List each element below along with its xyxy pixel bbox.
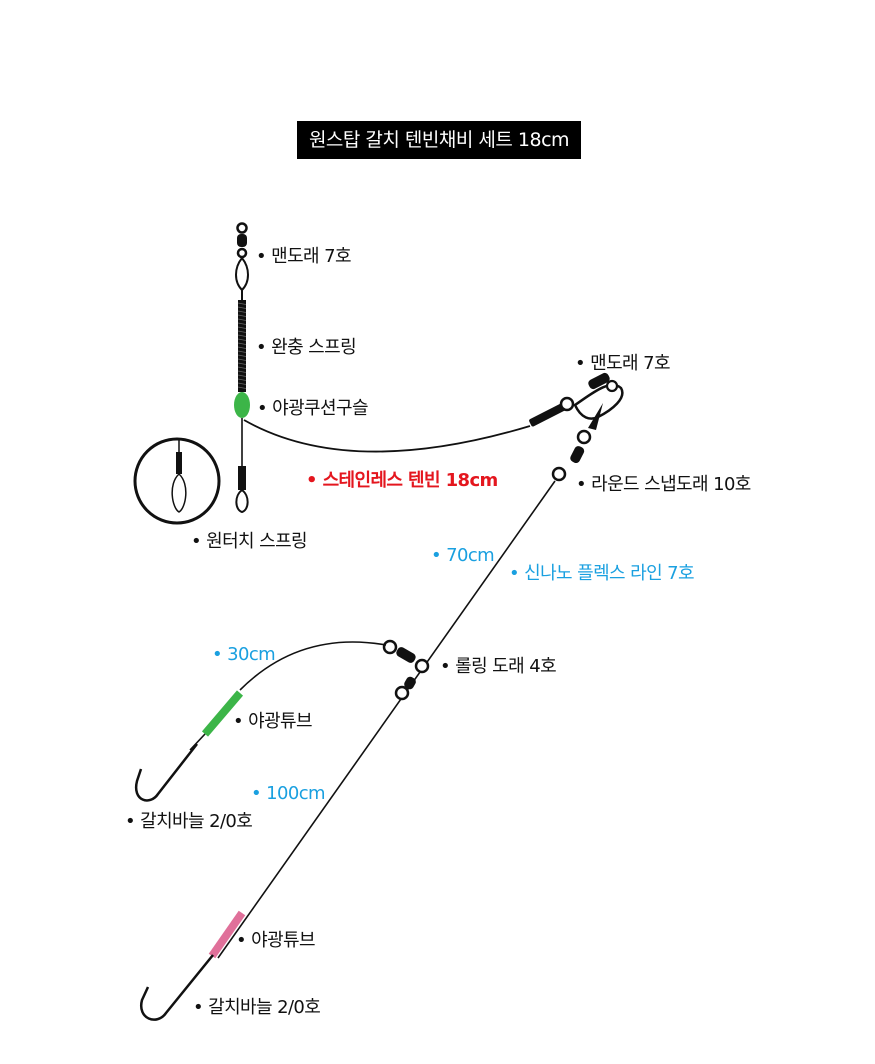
cushion-spring (238, 300, 246, 392)
rolling-ring-1 (382, 639, 398, 655)
spring-coil (237, 354, 247, 357)
spring-coil (237, 334, 247, 337)
swivel-top-left (237, 234, 247, 247)
spring-coil (237, 342, 247, 345)
left-assembly (234, 222, 250, 514)
tenbin-arm (243, 419, 531, 453)
rolling-swivel-lower (404, 676, 416, 690)
round-snap-swivel (570, 446, 585, 464)
spring-coil (237, 314, 247, 317)
label-swivel-top-left: • 맨도래 7호 (256, 246, 352, 267)
label-glow-cushion-bead: • 야광쿠션구슬 (257, 398, 369, 419)
label-length-70: • 70cm (431, 545, 495, 566)
spring-coil (237, 310, 247, 313)
spring-coil (237, 366, 247, 369)
glow-tube-upper-mark (201, 690, 244, 737)
spring-coil (237, 378, 247, 381)
swivel-ring-left (236, 247, 248, 259)
spring-coil (237, 374, 247, 377)
detail-loop (171, 472, 187, 513)
spring-coil (237, 306, 247, 309)
spring-coil (237, 350, 247, 353)
one-touch-spring (238, 466, 246, 490)
right-ring-1 (559, 396, 575, 412)
right-spring (529, 401, 569, 427)
rolling-ring-3 (394, 685, 410, 701)
detail-circle (133, 437, 221, 525)
label-round-snap-swivel: • 라운드 스냅도래 10호 (576, 474, 751, 495)
spring-coil (237, 326, 247, 329)
main-line (217, 480, 556, 959)
rolling-swivel-cluster (382, 639, 430, 701)
top-ring (236, 222, 248, 234)
hook-lower (139, 954, 214, 1021)
label-glow-tube-upper: • 야광튜브 (233, 711, 313, 732)
one-touch-detail (133, 437, 221, 525)
glow-tube-lower-mark (208, 910, 246, 959)
label-stainless-tenbin: • 스테인레스 텐빈 18cm (306, 470, 498, 491)
spring-coil (237, 302, 247, 305)
spring-coil (237, 370, 247, 373)
label-glow-tube-lower: • 야광튜브 (236, 930, 316, 951)
right-assembly (529, 372, 624, 482)
snap-loop (235, 488, 249, 514)
detail-spring (176, 452, 182, 474)
right-ring-3 (576, 429, 592, 445)
label-cushion-spring: • 완충 스프링 (256, 337, 357, 358)
label-line-spec: • 신나노 플렉스 라인 7호 (509, 563, 695, 584)
line-ring-top (551, 466, 567, 482)
spring-coil (237, 386, 247, 389)
rolling-ring-2 (414, 658, 430, 674)
label-length-30: • 30cm (212, 644, 276, 665)
page-title: 원스탑 갈치 텐빈채비 세트 18cm (297, 121, 581, 159)
spring-coil (237, 338, 247, 341)
swivel-top-right (588, 372, 610, 390)
spring-loop-top (235, 256, 249, 292)
spring-coil (237, 346, 247, 349)
hook-upper (134, 743, 198, 802)
right-snap-loop (573, 383, 624, 420)
spring-coil (237, 362, 247, 365)
snap-body (588, 403, 603, 430)
label-rolling-swivel: • 롤링 도래 4호 (440, 656, 557, 677)
label-length-100: • 100cm (251, 783, 326, 804)
spring-coil (237, 358, 247, 361)
spring-coil (237, 318, 247, 321)
spring-coil (237, 330, 247, 333)
label-swivel-top-right: • 맨도래 7호 (575, 353, 671, 374)
label-hook-upper: • 갈치바늘 2/0호 (125, 811, 253, 832)
leader-upper (189, 733, 206, 751)
spring-coil (237, 382, 247, 385)
label-one-touch-spring: • 원터치 스프링 (191, 531, 308, 552)
branch-line-30cm (239, 641, 387, 691)
glow-cushion-bead (234, 392, 250, 418)
spring-coil (237, 322, 247, 325)
spring-coils (237, 302, 247, 389)
rolling-swivel (396, 647, 416, 663)
label-hook-lower: • 갈치바늘 2/0호 (193, 997, 321, 1018)
right-ring-2 (605, 379, 619, 393)
